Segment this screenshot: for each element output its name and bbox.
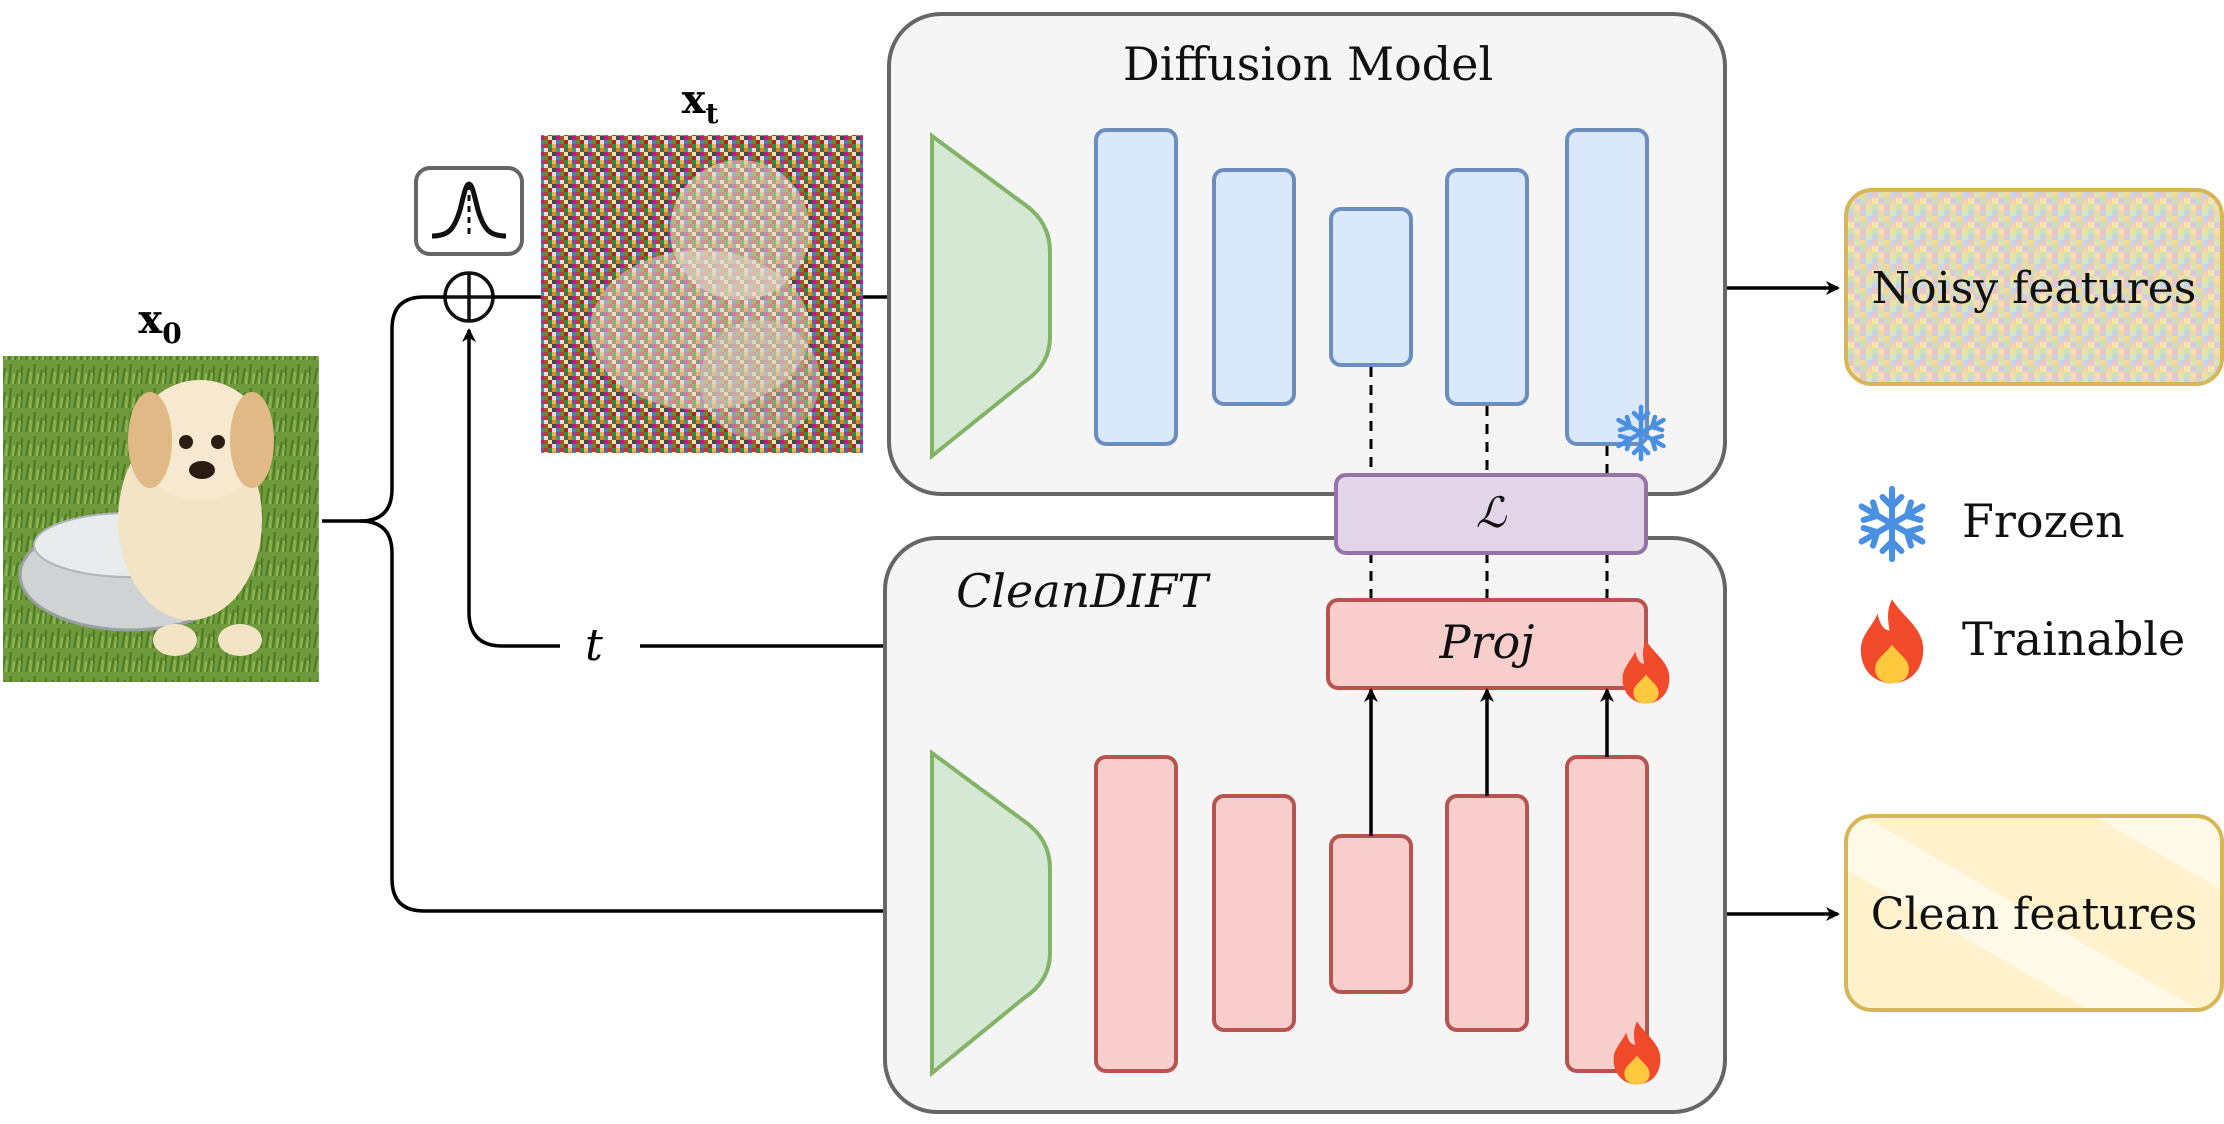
noisy-features-box xyxy=(1844,188,2224,386)
trainable-unet-block-5 xyxy=(1565,755,1649,1073)
xt-label: xt xyxy=(682,76,719,130)
xt-noisy-image xyxy=(541,135,863,453)
t-label: t xyxy=(585,620,603,671)
x0-image xyxy=(3,356,319,682)
noisy-features-label: Noisy features xyxy=(1872,263,2197,314)
trainable-unet-block-3 xyxy=(1329,834,1413,994)
trainable-unet-block-1 xyxy=(1094,755,1178,1073)
frozen-unet-block-3 xyxy=(1329,207,1413,367)
clean-features-label: Clean features xyxy=(1871,889,2198,940)
loss-links xyxy=(1369,367,1609,598)
frozen-unet-block-4 xyxy=(1445,168,1529,406)
frozen-unet-block-5 xyxy=(1565,128,1649,446)
diffusion-model-title: Diffusion Model xyxy=(1123,37,1493,91)
trainable-unet-block-2 xyxy=(1212,794,1296,1032)
x0-label: x0 xyxy=(138,296,181,350)
frozen-encoder xyxy=(930,132,1052,461)
loss-box xyxy=(1334,473,1648,555)
trainable-encoder xyxy=(930,749,1052,1078)
loss-symbol: ℒ xyxy=(1476,488,1507,537)
flame-icon xyxy=(1860,599,1924,684)
snowflake-icon xyxy=(1862,489,1923,559)
trainable-unet-block-4 xyxy=(1445,794,1529,1032)
proj-input-arrows xyxy=(1364,688,1614,836)
gaussian-curve-icon xyxy=(414,166,524,256)
cleandift-title: CleanDIFT xyxy=(956,564,1211,618)
plus-circle-icon xyxy=(443,271,495,323)
frozen-unet-block-2 xyxy=(1212,168,1296,406)
clean-features-box xyxy=(1844,814,2224,1012)
proj-label: Proj xyxy=(1439,615,1535,669)
frozen-unet-block-1 xyxy=(1094,128,1178,446)
